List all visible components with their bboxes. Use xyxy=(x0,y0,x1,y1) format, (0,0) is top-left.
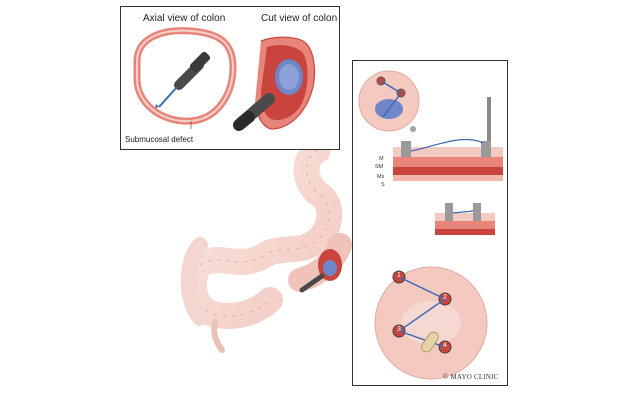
endoscope-icon xyxy=(155,51,211,108)
layer-label-sm: SM xyxy=(375,164,384,170)
clip-closure-icon xyxy=(358,70,420,132)
axial-view-label: Axial view of colon xyxy=(143,13,226,24)
colon-views-panel: Axial view of colon Cut view of colon xyxy=(120,6,340,150)
layer-label-s: S xyxy=(381,182,385,188)
axial-colon-ring-icon xyxy=(133,27,316,131)
clip-number-4: 4 xyxy=(443,342,447,349)
cut-view-label: Cut view of colon xyxy=(261,13,338,24)
defect-label: Submucosal defect xyxy=(125,135,194,144)
layer-label-m: M xyxy=(379,156,384,162)
clip-number-2: 2 xyxy=(443,294,447,301)
tissue-layers-icon xyxy=(393,97,503,181)
credit-label: © MAYO CLINIC xyxy=(443,373,499,381)
suture-closure-icon xyxy=(374,266,488,380)
closed-layers-icon xyxy=(435,203,495,235)
closure-steps-svg xyxy=(358,70,503,380)
closure-panel: M SM Ms S 1 2 3 4 © MAYO CLINIC xyxy=(352,60,508,386)
cut-colon-icon xyxy=(233,36,316,131)
layer-label-ms: Ms xyxy=(377,174,385,180)
clip-number-3: 3 xyxy=(397,326,401,333)
clip-number-1: 1 xyxy=(397,272,401,279)
